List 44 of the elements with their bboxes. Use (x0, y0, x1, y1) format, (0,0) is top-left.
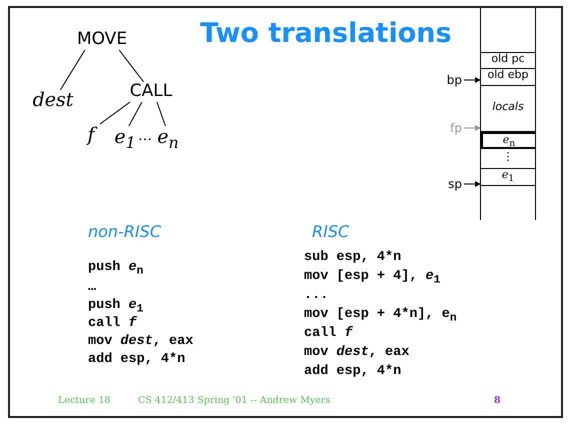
slide-title: Two translations (200, 18, 452, 49)
footer-text: Lecture 18 (58, 395, 110, 406)
code-line: mov [esp + 4*n], e$_{n}$ (304, 307, 457, 325)
code-line: push e$_{n}$ (88, 260, 144, 278)
stack-slot: e$_{n}$ (481, 132, 535, 149)
tree-edge (118, 50, 144, 82)
code-line: call f (304, 326, 353, 341)
ellipsis-text: … (138, 128, 152, 144)
code-line: mov [esp + 4], e$_{1}$ (304, 269, 440, 287)
stack-slot: old ebp (481, 69, 535, 86)
stack-column (480, 8, 536, 220)
code-line: ... (304, 288, 328, 303)
tree-leaf-label: e$_{1}$ (114, 124, 136, 150)
code-line: add esp, 4*n (304, 364, 402, 379)
tree-edge (156, 102, 166, 126)
tree-leaf-label: dest (28, 88, 78, 112)
pointer-arrow (464, 181, 481, 187)
page-number: 8 (494, 395, 501, 406)
pointer-label: fp (440, 120, 462, 136)
code-line: add esp, 4*n (88, 352, 186, 367)
code-line: mov dest, eax (304, 345, 410, 360)
code-line: … (88, 280, 96, 295)
pointer-arrow (464, 77, 481, 83)
code-line: sub esp, 4*n (304, 250, 402, 265)
tree-node-label: MOVE (72, 28, 132, 50)
footer-text: CS 412/413 Spring '01 -- Andrew Myers (138, 395, 330, 406)
stack-slot: locals (481, 86, 535, 132)
pointer-label: bp (440, 72, 462, 88)
column-heading: non-RISC (88, 222, 162, 241)
pointer-label: sp (440, 176, 462, 192)
tree-edge (128, 102, 142, 126)
tree-leaf-label: e$_{n}$ (156, 124, 180, 150)
code-line: mov dest, eax (88, 334, 194, 349)
code-line: push e$_{1}$ (88, 298, 144, 316)
column-heading: RISC (312, 222, 350, 241)
stack-slot: e$_{1}$ (481, 169, 535, 186)
tree-edge (100, 102, 130, 124)
tree-node-label: CALL (126, 80, 176, 102)
code-line: call f (88, 316, 137, 331)
stack-slot: ⋮ (481, 149, 535, 169)
tree-edge (60, 50, 86, 90)
tree-leaf-label: f (84, 122, 98, 148)
stack-slot: old pc (481, 52, 535, 69)
pointer-arrow (464, 125, 481, 131)
